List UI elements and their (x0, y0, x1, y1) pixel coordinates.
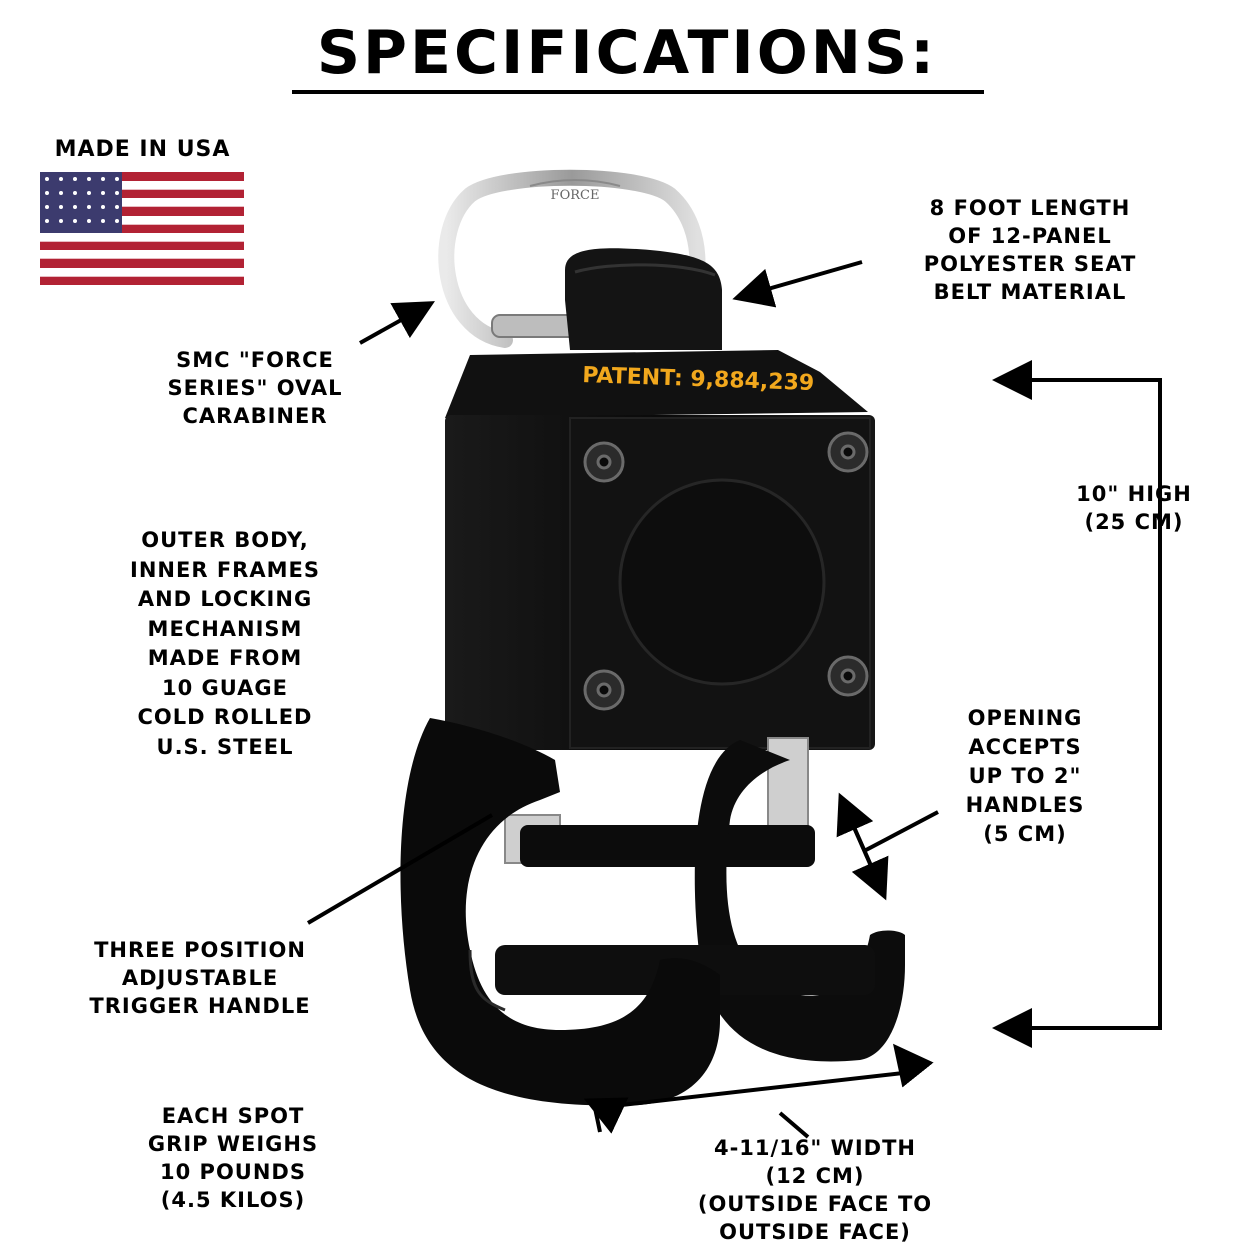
title-underline (292, 90, 984, 94)
us-flag-icon (40, 172, 244, 285)
carabiner-icon (438, 169, 706, 348)
carabiner-arrow (359, 301, 435, 345)
carabiner-brand-text: FORCE (551, 188, 600, 203)
trigger-leader-line (306, 813, 494, 925)
trigger-handle-bar (520, 825, 815, 867)
bolt-icons (583, 431, 869, 711)
width-leader-line (778, 1111, 810, 1139)
height-bracket-bottom (992, 378, 1162, 1048)
made-in-usa-label: MADE IN USA (54, 137, 231, 162)
body-circle-plate (618, 478, 826, 686)
page-title: SPECIFICATIONS: (316, 18, 938, 88)
body-top-cap (445, 350, 868, 418)
seat-belt-strap (565, 248, 722, 350)
front-hook (400, 718, 720, 1106)
trigger-bracket (767, 737, 809, 839)
height-label: 10" HIGH(25 CM) (1076, 482, 1192, 534)
opening-leader-line (865, 810, 939, 852)
belt-arrow (732, 260, 863, 308)
opening-arrow-up (836, 792, 885, 894)
